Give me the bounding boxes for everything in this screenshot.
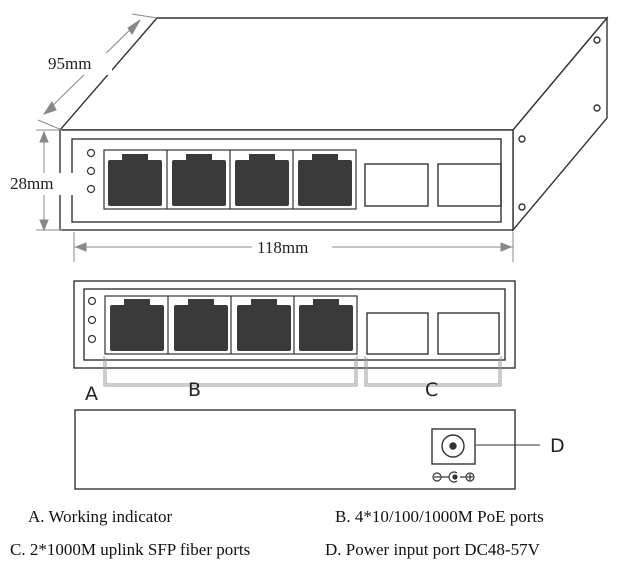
rj45-ports-3d xyxy=(103,149,357,210)
led-indicator-icon xyxy=(87,296,97,306)
front-panel-outer xyxy=(73,280,516,369)
led-indicators-front xyxy=(87,296,97,344)
switch-top-face xyxy=(58,17,609,131)
depth-dimension: 95mm xyxy=(48,54,91,73)
led-indicator-icon xyxy=(86,148,96,158)
rj45-port-icon xyxy=(108,154,162,206)
screw-icon xyxy=(518,203,526,211)
rj45-port-icon xyxy=(237,299,291,351)
rj45-port-icon xyxy=(298,154,352,206)
sfp-ports-front xyxy=(366,312,500,355)
front-panel-inner xyxy=(83,288,506,361)
rj45-port-icon xyxy=(110,299,164,351)
callout-label-c: C xyxy=(425,379,438,401)
callout-label-b: B xyxy=(188,379,201,401)
led-indicator-icon xyxy=(86,166,96,176)
rj45-ports-front xyxy=(104,295,358,355)
rj45-port-icon xyxy=(174,299,228,351)
callout-label-d: D xyxy=(550,435,565,457)
screw-icon xyxy=(593,36,601,44)
led-indicator-icon xyxy=(87,315,97,325)
callout-label-a: A xyxy=(85,383,98,405)
sfp-port-icon xyxy=(364,163,429,207)
rear-panel-view xyxy=(74,409,516,490)
rj45-port-icon xyxy=(235,154,289,206)
polarity-symbol-icon xyxy=(432,471,475,483)
screw-icon xyxy=(593,104,601,112)
dc-power-jack-icon xyxy=(431,428,476,465)
legend-d: D. Power input port DC48-57V xyxy=(325,540,541,559)
legend-c: C. 2*1000M uplink SFP fiber ports xyxy=(10,540,250,559)
height-dimension: 28mm xyxy=(10,174,53,193)
legend-a: A. Working indicator xyxy=(28,507,173,526)
screw-icon xyxy=(518,135,526,143)
legend-b: B. 4*10/100/1000M PoE ports xyxy=(335,507,544,526)
rear-panel-outer xyxy=(74,409,516,490)
led-indicator-icon xyxy=(86,184,96,194)
sfp-ports-3d xyxy=(364,163,502,207)
width-dimension: 118mm xyxy=(257,238,308,257)
sfp-port-icon xyxy=(437,312,500,355)
front-panel-view xyxy=(73,280,516,369)
rj45-port-icon xyxy=(172,154,226,206)
led-indicators-3d xyxy=(86,148,96,194)
sfp-port-icon xyxy=(437,163,502,207)
callout-brackets xyxy=(103,356,502,387)
sfp-port-icon xyxy=(366,312,429,355)
rj45-port-icon xyxy=(299,299,353,351)
led-indicator-icon xyxy=(87,334,97,344)
